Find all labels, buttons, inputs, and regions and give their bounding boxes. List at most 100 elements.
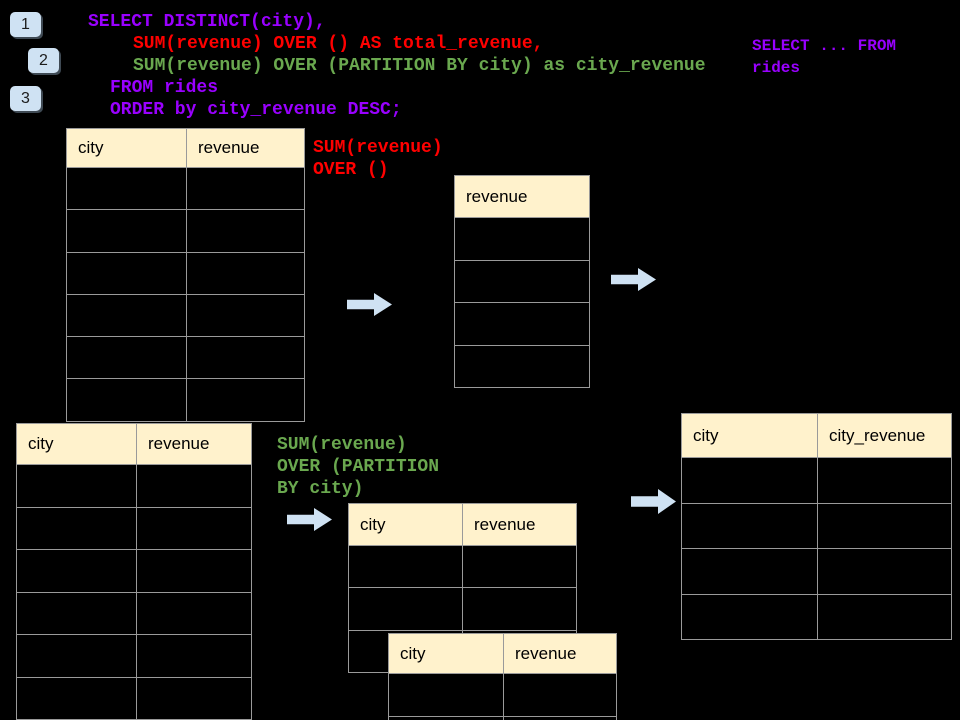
table-cell-empty xyxy=(682,458,818,503)
table-cell-empty xyxy=(187,210,304,251)
table-cell-empty xyxy=(67,294,187,337)
header-city: city xyxy=(349,504,463,545)
table-cell-empty xyxy=(349,546,463,588)
header-city: city xyxy=(17,424,137,464)
table-cell-empty xyxy=(455,346,589,388)
table-header-row: revenue xyxy=(455,176,589,217)
table-row xyxy=(389,673,616,716)
table-row xyxy=(17,591,251,635)
table-cell-empty xyxy=(455,218,589,260)
step-badge-1: 1 xyxy=(10,12,41,37)
table-city-revenue-result: city city_revenue xyxy=(681,413,952,640)
sql-line-order-by: ORDER by city_revenue DESC; xyxy=(110,100,402,120)
table-partition-group-front: city revenue xyxy=(388,633,617,720)
table-cell-empty xyxy=(187,253,304,294)
step-badge-2: 2 xyxy=(28,48,59,73)
table-cell-empty xyxy=(504,674,616,716)
table-cell-empty xyxy=(682,503,818,548)
header-revenue: revenue xyxy=(515,643,577,663)
label-sum-partition-2: OVER (PARTITION xyxy=(277,457,440,477)
table-cell-empty xyxy=(818,549,951,594)
table-cell-empty xyxy=(818,595,951,640)
table-cell-empty xyxy=(187,337,304,378)
label-sum-over-all-2: OVER () xyxy=(313,160,389,180)
header-city: city xyxy=(389,634,504,673)
table-row xyxy=(455,344,589,388)
arrow-right-icon xyxy=(631,488,677,515)
table-cell-empty xyxy=(67,337,187,379)
table-header-row: city revenue xyxy=(67,129,304,167)
table-cell-empty xyxy=(389,674,504,716)
arrow-right-icon xyxy=(287,507,333,532)
table-row xyxy=(389,716,616,720)
table-row xyxy=(682,457,951,503)
table-row xyxy=(17,634,251,677)
label-sum-partition-3: BY city) xyxy=(277,479,364,499)
table-row xyxy=(67,251,304,294)
table-cell-empty xyxy=(137,465,251,507)
table-cell-empty xyxy=(455,303,589,345)
table-header-row: city revenue xyxy=(17,424,251,464)
table-cell-empty xyxy=(137,678,251,720)
step-badge-3: 3 xyxy=(10,86,41,111)
table-cell-empty xyxy=(17,677,137,719)
table-cell-empty xyxy=(682,594,818,639)
header-city: city xyxy=(682,414,818,457)
table-cell-empty xyxy=(463,588,576,629)
sql-line-sum-partition: SUM(revenue) OVER (PARTITION BY city) as… xyxy=(133,56,706,76)
table-row xyxy=(17,676,251,720)
table-cell-empty xyxy=(67,252,187,294)
label-sum-over-all-1: SUM(revenue) xyxy=(313,138,443,158)
table-cell-empty xyxy=(682,549,818,594)
table-cell-empty xyxy=(463,546,576,587)
table-cell-empty xyxy=(137,508,251,550)
table-cell-empty xyxy=(818,458,951,503)
table-row xyxy=(349,587,576,630)
table-row xyxy=(67,293,304,337)
table-cell-empty xyxy=(17,550,137,592)
table-cell-empty xyxy=(137,593,251,635)
header-city-revenue: city_revenue xyxy=(829,425,926,445)
table-rides-source-partition: city revenue xyxy=(16,423,252,720)
table-cell-empty xyxy=(818,504,951,549)
table-cell-empty xyxy=(187,168,304,209)
table-cell-empty xyxy=(67,379,187,421)
mini-code-select-from: SELECT ... FROM xyxy=(752,37,897,55)
arrow-right-icon xyxy=(347,292,393,317)
table-cell-empty xyxy=(187,379,304,420)
table-row xyxy=(682,548,951,594)
table-row xyxy=(67,167,304,210)
table-cell-empty xyxy=(349,588,463,630)
table-row xyxy=(682,593,951,640)
table-cell-empty xyxy=(137,550,251,592)
header-city: city xyxy=(67,129,187,167)
arrow-right-icon xyxy=(611,267,657,292)
sql-line-from: FROM rides xyxy=(110,78,219,98)
table-header-row: city revenue xyxy=(389,634,616,673)
header-revenue: revenue xyxy=(198,138,260,157)
table-cell-empty xyxy=(67,210,187,252)
table-row xyxy=(17,464,251,507)
table-cell-empty xyxy=(187,295,304,336)
table-header-row: city revenue xyxy=(349,504,576,545)
header-revenue: revenue xyxy=(148,434,210,453)
table-cell-empty xyxy=(17,635,137,677)
table-row xyxy=(67,209,304,252)
table-cell-empty xyxy=(137,635,251,677)
sql-line-sum-total: SUM(revenue) OVER () AS total_revenue, xyxy=(133,34,544,54)
table-cell-empty xyxy=(455,261,589,303)
table-cell-empty xyxy=(389,717,504,720)
table-header-row: city city_revenue xyxy=(682,414,951,457)
table-cell-empty xyxy=(67,168,187,210)
table-total-revenue: revenue xyxy=(454,175,590,388)
label-sum-partition-1: SUM(revenue) xyxy=(277,435,407,455)
table-rides-source-total: city revenue xyxy=(66,128,305,422)
table-row xyxy=(17,506,251,550)
mini-code-rides: rides xyxy=(752,59,801,77)
header-revenue: revenue xyxy=(466,186,528,206)
table-cell-empty xyxy=(17,592,137,634)
table-row xyxy=(17,549,251,592)
table-row xyxy=(67,378,304,421)
table-row xyxy=(67,336,304,379)
